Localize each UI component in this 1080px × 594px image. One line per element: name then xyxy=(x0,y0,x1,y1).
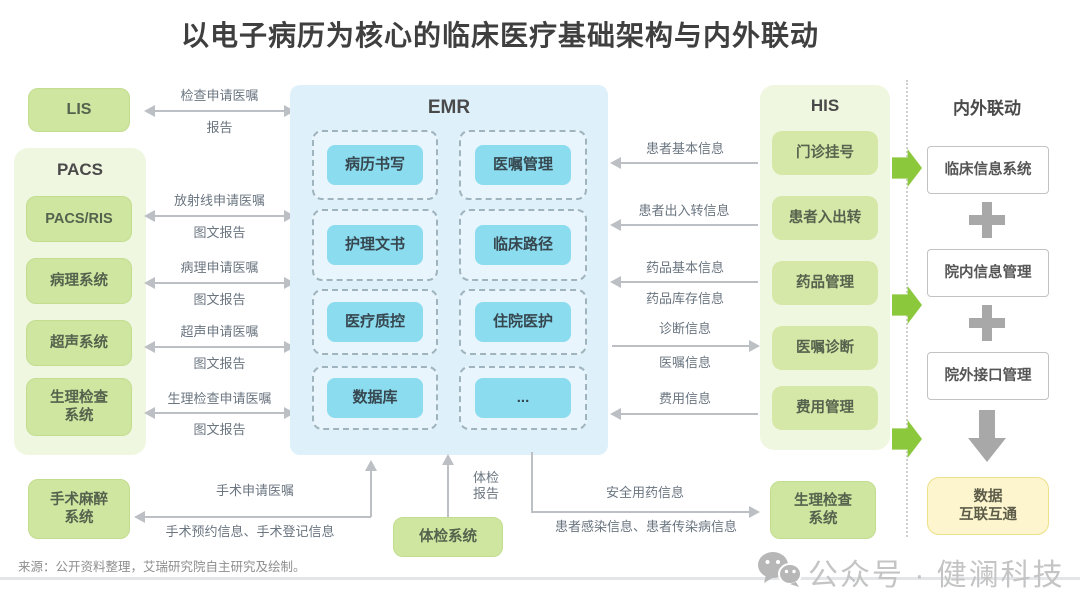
box-outpatient-registration: 门诊挂号 xyxy=(772,131,878,175)
module-quality-control: 医疗质控 xyxy=(327,302,423,342)
module-database: 数据库 xyxy=(327,378,423,418)
source-note: 来源：公开资料整理，艾瑞研究院自主研究及绘制。 xyxy=(18,560,306,574)
module-nursing-documents: 护理文书 xyxy=(327,225,423,265)
box-physio-exam-system-bottom: 生理检查 系统 xyxy=(770,481,876,539)
arrow-up xyxy=(365,460,377,517)
plus-icon xyxy=(969,202,1005,238)
connector-label: 报告 xyxy=(206,120,233,135)
arrow-bidirectional xyxy=(144,210,295,222)
connector-label: 图文报告 xyxy=(193,422,246,437)
emr-module-cell: 护理文书 xyxy=(312,209,438,281)
connector-label: 放射线申请医嘱 xyxy=(173,193,265,208)
box-patient-transfer: 患者入出转 xyxy=(772,196,878,240)
box-order-diagnosis: 医嘱诊断 xyxy=(772,326,878,370)
arrow-up xyxy=(442,454,454,517)
footer-divider xyxy=(0,577,1080,580)
arrow-left xyxy=(610,157,758,169)
emr-title: EMR xyxy=(427,97,471,118)
arrow-left xyxy=(134,511,371,523)
module-order-management: 医嘱管理 xyxy=(475,145,571,185)
connector-label: 图文报告 xyxy=(193,292,246,307)
linkage-title: 内外联动 xyxy=(953,99,1021,118)
box-pathology-system: 病理系统 xyxy=(26,258,132,304)
connector-label: 诊断信息 xyxy=(658,321,711,336)
box-ultrasound-system: 超声系统 xyxy=(26,320,132,366)
emr-module-cell: 医疗质控 xyxy=(312,289,438,355)
plus-icon xyxy=(969,305,1005,341)
emr-module-cell: 住院医护 xyxy=(459,289,587,355)
box-clinical-info-system: 临床信息系统 xyxy=(927,146,1049,194)
diagram-title: 以电子病历为核心的临床医疗基础架构与内外联动 xyxy=(180,20,819,51)
wechat-icon xyxy=(758,552,802,587)
arrow-bidirectional xyxy=(144,105,295,117)
module-clinical-pathway: 临床路径 xyxy=(475,225,571,265)
connector-label: 患者基本信息 xyxy=(645,141,724,156)
arrow-right xyxy=(612,340,760,352)
emr-module-cell: 临床路径 xyxy=(459,209,587,281)
box-data-interconnection: 数据 互联互通 xyxy=(927,477,1049,535)
connector-label: 安全用药信息 xyxy=(605,485,684,500)
connector-label: 费用信息 xyxy=(658,391,711,406)
connector-label: 药品基本信息 xyxy=(645,260,724,275)
box-lis: LIS xyxy=(28,88,130,132)
module-ellipsis: ... xyxy=(475,378,571,418)
big-down-arrow-head-icon xyxy=(968,438,1006,462)
box-pacs-ris: PACS/RIS xyxy=(26,196,132,242)
connector-label: 药品库存信息 xyxy=(645,291,724,306)
connector-line xyxy=(531,452,533,512)
connector-label: 医嘱信息 xyxy=(658,355,711,370)
connector-label: 体检 报告 xyxy=(472,470,499,501)
connector-label: 图文报告 xyxy=(193,225,246,240)
connector-label: 病理申请医嘱 xyxy=(180,260,259,275)
connector-label: 生理检查申请医嘱 xyxy=(167,391,272,406)
box-external-interface-management: 院外接口管理 xyxy=(927,352,1049,400)
connector-label: 手术预约信息、手术登记信息 xyxy=(165,524,335,539)
arrow-left xyxy=(610,219,758,231)
connector-label: 患者感染信息、患者传染病信息 xyxy=(554,519,737,534)
brand-name: 公众号 · 健澜科技 xyxy=(808,559,1065,592)
connector-label: 图文报告 xyxy=(193,356,246,371)
connector-label: 检查申请医嘱 xyxy=(180,88,259,103)
his-title: HIS xyxy=(810,96,840,115)
arrow-left xyxy=(610,408,758,420)
emr-module-cell: 医嘱管理 xyxy=(459,130,587,200)
arrow-right xyxy=(531,506,760,518)
arrow-bidirectional xyxy=(144,407,295,419)
big-down-arrow-icon xyxy=(979,410,995,438)
box-fee-management: 费用管理 xyxy=(772,386,878,430)
arrow-left xyxy=(610,276,758,288)
box-physical-exam-system: 体检系统 xyxy=(393,517,503,557)
box-surgery-anesthesia-system: 手术麻醉 系统 xyxy=(28,479,130,539)
emr-module-cell: ... xyxy=(459,366,587,430)
arrow-bidirectional xyxy=(144,341,295,353)
pacs-title: PACS xyxy=(57,160,103,179)
emr-module-cell: 数据库 xyxy=(312,366,438,430)
connector-label: 手术申请医嘱 xyxy=(215,483,294,498)
module-medical-record-writing: 病历书写 xyxy=(327,145,423,185)
module-inpatient-care: 住院医护 xyxy=(475,302,571,342)
connector-label: 超声申请医嘱 xyxy=(180,324,259,339)
box-drug-management: 药品管理 xyxy=(772,261,878,305)
arrow-bidirectional xyxy=(144,277,295,289)
connector-label: 患者出入转信息 xyxy=(638,203,730,218)
box-physio-exam-system: 生理检查 系统 xyxy=(26,378,132,436)
box-hospital-info-management: 院内信息管理 xyxy=(927,249,1049,297)
emr-module-cell: 病历书写 xyxy=(312,130,438,200)
